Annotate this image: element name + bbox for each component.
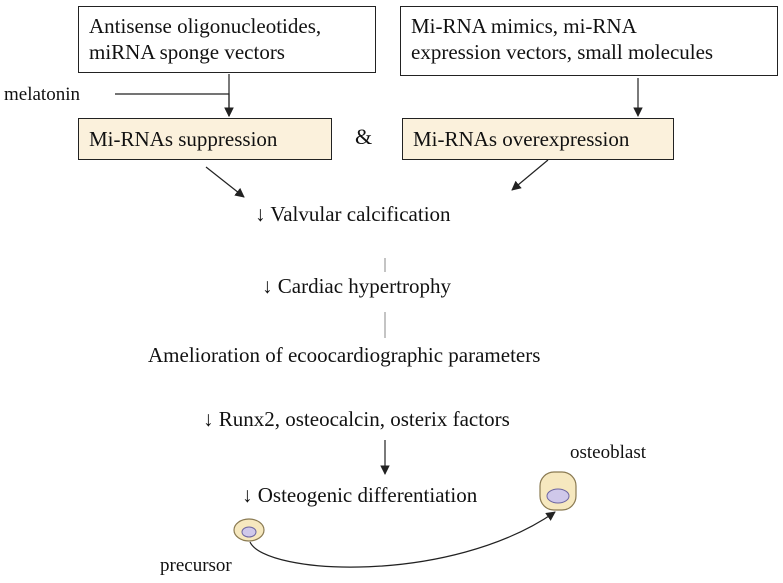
top-left-line-1: Antisense oligonucleotides, — [89, 14, 322, 38]
valvular-calcification-label: ↓ Valvular calcification — [255, 202, 451, 226]
top-left-box: Antisense oligonucleotides, miRNA sponge… — [78, 6, 376, 73]
top-right-box: Mi-RNA mimics, mi-RNA expression vectors… — [400, 6, 778, 76]
suppression-box: Mi-RNAs suppression — [78, 118, 332, 160]
top-right-line-2: expression vectors, small molecules — [411, 40, 714, 64]
overexpression-to-valvular-arrow — [511, 159, 549, 191]
melatonin-arrow — [115, 93, 234, 117]
ampersand-label: & — [355, 124, 373, 149]
runx2-label: ↓ Runx2, osteocalcin, osterix factors — [203, 407, 510, 431]
osteogenic-differentiation-label: ↓ Osteogenic differentiation — [242, 483, 478, 507]
osteoblast-cell — [539, 471, 577, 511]
overexpression-label: Mi-RNAs overexpression — [413, 127, 630, 151]
precursor-cell — [233, 518, 265, 542]
amelioration-label: Amelioration of ecoocardiographic parame… — [148, 343, 541, 367]
osteoblast-label: osteoblast — [570, 442, 646, 463]
differentiation-curve-arrow — [249, 511, 556, 568]
precursor-label: precursor — [160, 555, 232, 576]
overexpression-box: Mi-RNAs overexpression — [402, 118, 674, 160]
suppression-label: Mi-RNAs suppression — [89, 127, 278, 151]
melatonin-label: melatonin — [4, 84, 80, 105]
suppression-to-valvular-arrow — [205, 166, 245, 198]
top-right-line-1: Mi-RNA mimics, mi-RNA — [411, 14, 637, 38]
cardiac-hypertrophy-label: ↓ Cardiac hypertrophy — [262, 274, 451, 298]
top-left-line-2: miRNA sponge vectors — [89, 40, 285, 64]
